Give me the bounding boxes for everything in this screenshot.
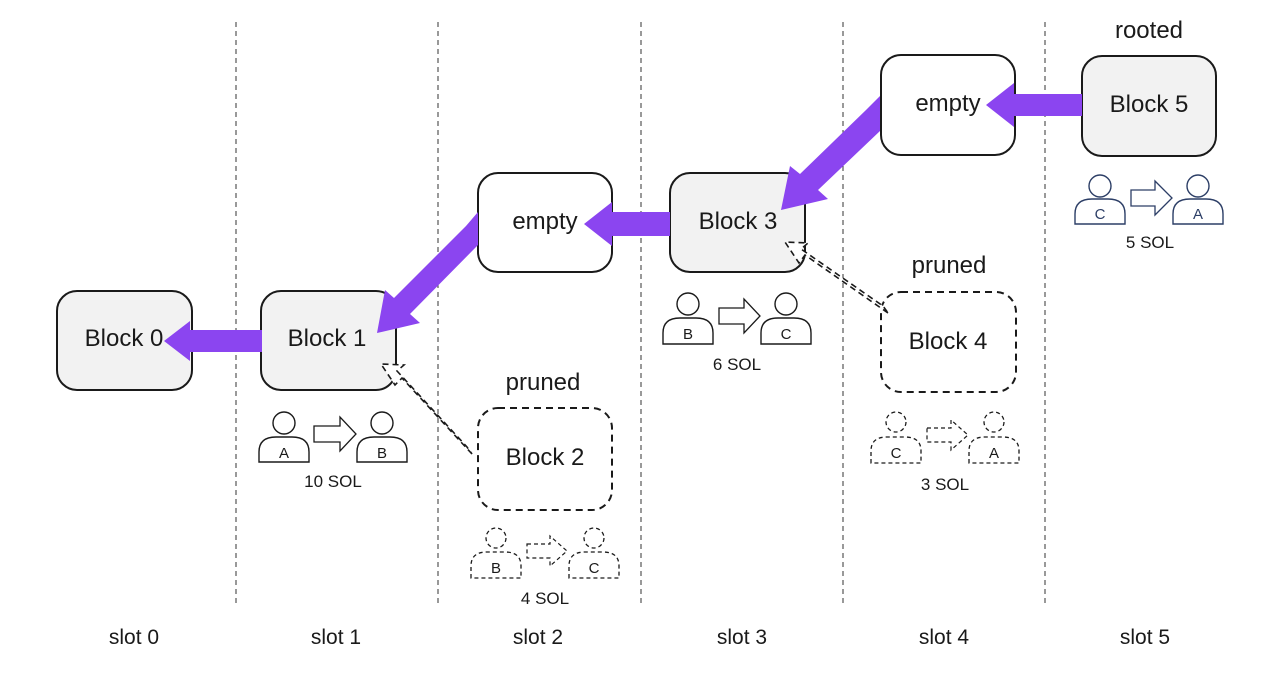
block-label: Block 3 <box>699 208 778 235</box>
slot-label-1: slot 1 <box>311 626 361 649</box>
transfer-arrow-icon <box>1130 179 1173 217</box>
block-label: Block 1 <box>288 325 367 352</box>
person-icon: B <box>470 527 522 579</box>
block-label: empty <box>915 90 980 117</box>
transfer-amount: 5 SOL <box>1126 233 1174 252</box>
transfer-t2: B C 4 SOL <box>470 527 620 608</box>
transfer-arrow-icon <box>313 415 357 453</box>
pruned-links <box>379 241 889 455</box>
block-label: Block 4 <box>909 328 988 355</box>
parent-arrow-icon <box>377 212 478 333</box>
transfer-amount: 10 SOL <box>304 472 362 491</box>
transfer-amount: 3 SOL <box>921 475 969 494</box>
status-labels: pruned pruned rooted <box>506 17 1183 396</box>
transfer-t3: B C 6 SOL <box>662 292 812 374</box>
person-icon: B <box>356 411 408 463</box>
receiver-letter: A <box>989 445 999 462</box>
sender-letter: B <box>683 326 693 343</box>
person-icon: A <box>1172 174 1224 225</box>
status-label-rooted: rooted <box>1115 17 1183 44</box>
transfer-arrow-icon <box>526 534 568 568</box>
slot-label-3: slot 3 <box>717 626 767 649</box>
transfer-amount: 6 SOL <box>713 355 761 374</box>
parent-arrow-icon <box>584 202 670 246</box>
block-4-node <box>880 291 1017 393</box>
block-labels: Block 0 Block 1 empty Block 2 Block 3 em… <box>85 90 1189 471</box>
block-label: empty <box>512 208 577 235</box>
receiver-letter: C <box>781 326 792 343</box>
sender-letter: B <box>491 560 501 577</box>
parent-arrow-icon <box>164 321 262 361</box>
transfer-t4: C A 3 SOL <box>870 411 1020 494</box>
block-label: Block 2 <box>506 444 585 471</box>
block-label: Block 0 <box>85 325 164 352</box>
transfer-t5: C A 5 SOL <box>1074 174 1224 252</box>
transfer-arrow-icon <box>718 297 761 335</box>
receiver-letter: C <box>589 560 600 577</box>
parent-links <box>164 83 1082 361</box>
parent-arrow-icon <box>783 241 889 314</box>
person-icon: A <box>258 411 310 463</box>
person-icon: C <box>870 411 922 464</box>
slot-label-2: slot 2 <box>513 626 563 649</box>
receiver-letter: A <box>1193 206 1203 223</box>
parent-arrow-icon <box>379 363 473 455</box>
transfer-t1: A B 10 SOL <box>258 411 408 491</box>
parent-arrow-icon <box>986 83 1082 127</box>
transfer-amount: 4 SOL <box>521 589 569 608</box>
status-label-pruned: pruned <box>506 369 581 396</box>
transfer-arrow-icon <box>926 418 969 452</box>
slot-label-4: slot 4 <box>919 626 970 649</box>
block-label: Block 5 <box>1110 91 1189 118</box>
sender-letter: C <box>1095 206 1106 223</box>
slot-labels: slot 0 slot 1 slot 2 slot 3 slot 4 slot … <box>109 626 1170 649</box>
sender-letter: C <box>891 445 902 462</box>
person-icon: A <box>968 411 1020 464</box>
slot-label-5: slot 5 <box>1120 626 1170 649</box>
person-icon: C <box>568 527 620 579</box>
person-icon: B <box>662 292 714 345</box>
receiver-letter: B <box>377 445 387 462</box>
block-2-node <box>477 407 613 511</box>
block-nodes <box>56 54 1217 511</box>
slot-dividers <box>235 22 1046 606</box>
parent-arrow-icon <box>781 96 880 210</box>
person-icon: C <box>760 292 812 345</box>
slot-label-0: slot 0 <box>109 626 159 649</box>
sender-letter: A <box>279 445 289 462</box>
status-label-pruned: pruned <box>912 252 987 279</box>
person-icon: C <box>1074 174 1126 225</box>
